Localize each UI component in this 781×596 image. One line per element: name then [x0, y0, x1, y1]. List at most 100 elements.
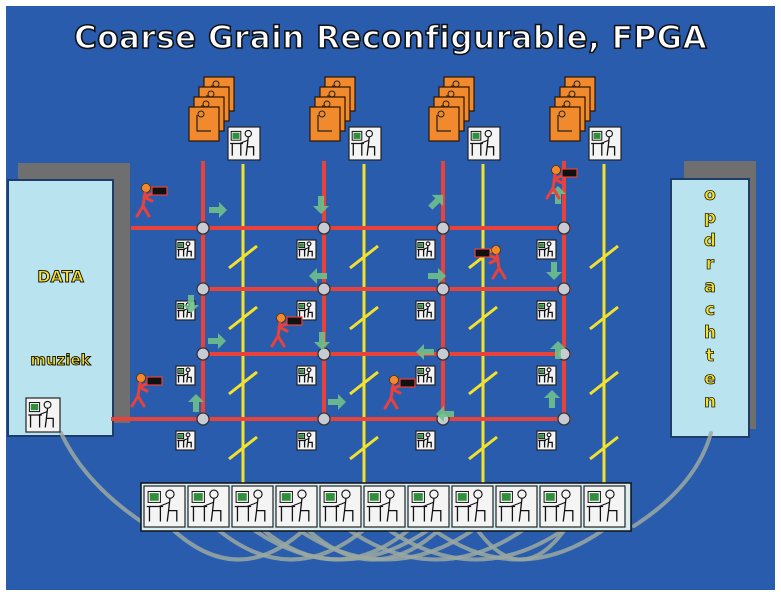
cable-arc: [384, 526, 568, 562]
node-circle-icon: [317, 282, 331, 296]
worker-at-desk-icon: [536, 239, 557, 260]
cable-arc: [304, 526, 443, 562]
tasks-letter: o: [704, 185, 716, 205]
cable-right: [632, 431, 713, 528]
yellow-branch: [349, 244, 379, 270]
walking-carrier-icon: [135, 183, 168, 218]
tasks-letter: h: [704, 323, 716, 343]
yellow-branch: [349, 305, 379, 331]
node-circle-icon: [436, 221, 450, 235]
config-stack: [428, 76, 475, 142]
worker-at-desk-icon: [296, 430, 317, 451]
worker-at-desk-icon: [536, 300, 557, 321]
yellow-branch: [468, 435, 498, 461]
walking-carrier-icon: [270, 313, 303, 348]
walking-carrier-icon: [130, 373, 163, 408]
config-sheet: [549, 106, 581, 142]
tasks-letter: a: [704, 277, 715, 297]
worker-at-desk-icon: [536, 365, 557, 386]
worker-at-desk-icon: [175, 430, 196, 451]
config-stack: [188, 76, 235, 142]
worker-at-desk-icon: [275, 485, 318, 528]
worker-at-desk-icon: [467, 126, 501, 161]
tasks-letter: e: [704, 369, 716, 389]
yellow-branch: [589, 305, 619, 331]
tasks-letter: t: [706, 346, 714, 366]
node-circle-icon: [557, 412, 571, 426]
cable-arc: [214, 526, 368, 562]
node-circle-icon: [196, 347, 210, 361]
green-arrow-icon: [428, 268, 446, 284]
green-arrow-icon: [314, 332, 330, 350]
config-sheet: [188, 106, 220, 142]
tasks-letter: n: [704, 392, 716, 412]
walking-carrier-icon: [474, 245, 507, 280]
node-circle-icon: [436, 347, 450, 361]
green-arrow-icon: [208, 333, 226, 349]
node-circle-icon: [196, 221, 210, 235]
worker-at-desk-icon: [536, 430, 557, 451]
green-arrow-icon: [550, 341, 566, 359]
yellow-branch: [228, 244, 258, 270]
worker-at-desk-icon: [583, 485, 626, 528]
worker-at-desk-icon: [143, 485, 186, 528]
config-sheet: [428, 106, 460, 142]
walking-carrier-icon: [545, 165, 578, 200]
yellow-branch: [468, 370, 498, 396]
worker-at-desk-icon: [348, 126, 382, 161]
yellow-branch: [468, 305, 498, 331]
cable-arc: [169, 526, 308, 562]
green-arrow-icon: [436, 406, 454, 422]
worker-at-desk-icon: [415, 430, 436, 451]
data-panel: DATA muziek: [7, 179, 114, 437]
yellow-branch: [228, 435, 258, 461]
green-arrow-icon: [428, 194, 444, 210]
yellow-branch: [589, 370, 619, 396]
worker-at-desk-icon: [25, 397, 61, 433]
node-circle-icon: [557, 282, 571, 296]
worker-at-desk-icon: [296, 300, 317, 321]
node-circle-icon: [317, 412, 331, 426]
worker-at-desk-icon: [175, 239, 196, 260]
green-arrow-icon: [328, 394, 346, 410]
tasks-panel: [670, 178, 750, 438]
green-arrow-icon: [309, 268, 327, 284]
cable-group: [59, 431, 713, 562]
worker-at-desk-icon: [407, 485, 450, 528]
green-arrow-icon: [188, 394, 204, 412]
config-sheet: [309, 106, 341, 142]
config-stack: [549, 76, 596, 142]
tasks-letter: r: [706, 254, 715, 274]
tasks-letter: p: [704, 208, 716, 228]
yellow-branch: [589, 435, 619, 461]
cable-left: [59, 431, 150, 528]
slide: Coarse Grain Reconfigurable, FPGA DATA m…: [6, 6, 775, 590]
config-stack: [309, 76, 356, 142]
worker-at-desk-icon: [296, 365, 317, 386]
worker-at-desk-icon: [495, 485, 538, 528]
worker-at-desk-icon: [415, 365, 436, 386]
node-circle-icon: [196, 282, 210, 296]
slide-title: Coarse Grain Reconfigurable, FPGA: [73, 19, 708, 57]
worker-at-desk-icon: [296, 239, 317, 260]
worker-at-desk-icon: [451, 485, 494, 528]
green-arrow-icon: [544, 390, 560, 408]
node-circle-icon: [317, 221, 331, 235]
data-label: DATA: [37, 267, 84, 287]
green-arrow-icon: [313, 196, 329, 214]
worker-at-desk-icon: [415, 300, 436, 321]
worker-at-desk-icon: [588, 126, 622, 161]
cable-arc: [259, 526, 413, 562]
worker-at-desk-icon: [227, 126, 261, 161]
worker-at-desk-icon: [363, 485, 406, 528]
green-arrow-icon: [546, 262, 562, 280]
tasks-letter: c: [705, 300, 715, 320]
node-circle-icon: [196, 412, 210, 426]
node-circle-icon: [436, 282, 450, 296]
yellow-branch: [228, 305, 258, 331]
yellow-branch: [349, 370, 379, 396]
worker-at-desk-icon: [231, 485, 274, 528]
worker-at-desk-icon: [175, 365, 196, 386]
worker-at-desk-icon: [187, 485, 230, 528]
